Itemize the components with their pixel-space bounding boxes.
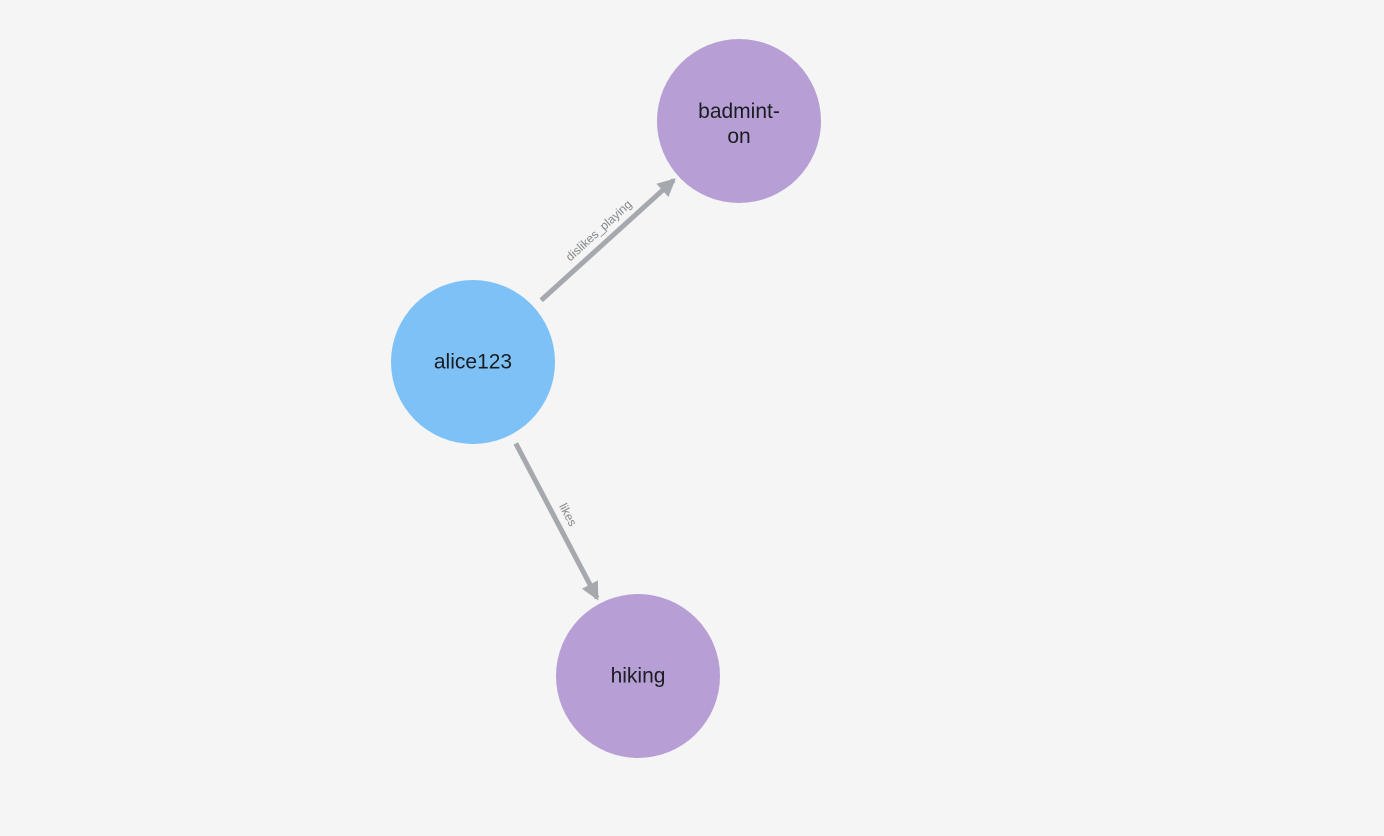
node-circle[interactable]	[391, 280, 555, 444]
node-circle[interactable]	[556, 594, 720, 758]
edge-line[interactable]	[513, 442, 600, 601]
node-hiking[interactable]: hiking	[556, 594, 720, 758]
node-badminton[interactable]: badmint-on	[657, 39, 821, 203]
node-circle[interactable]	[657, 39, 821, 203]
node-alice123[interactable]: alice123	[391, 280, 555, 444]
edge-line[interactable]	[539, 178, 676, 303]
